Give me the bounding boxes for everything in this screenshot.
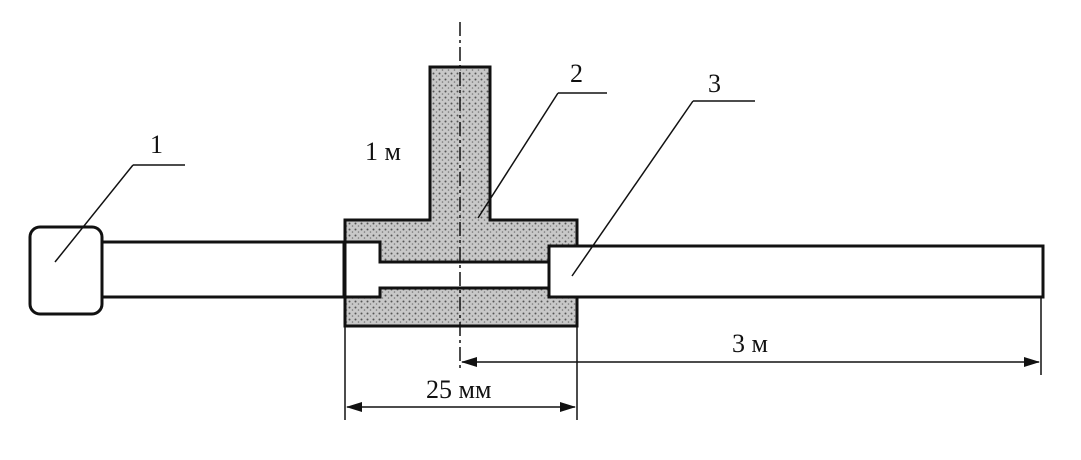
label-horizontal-length: 3 м [732, 329, 768, 358]
leader-line-2 [477, 92, 559, 219]
left-tube [100, 240, 346, 299]
right-tube [547, 244, 1045, 299]
label-tee-width: 25 мм [426, 375, 491, 404]
label-part-1: 1 [150, 130, 163, 159]
end-cap [28, 225, 104, 316]
leader-line-1 [54, 164, 134, 263]
leader-line-3 [571, 100, 694, 277]
label-part-3: 3 [708, 69, 721, 98]
label-vertical-length: 1 м [365, 137, 401, 166]
label-part-2: 2 [570, 59, 583, 88]
